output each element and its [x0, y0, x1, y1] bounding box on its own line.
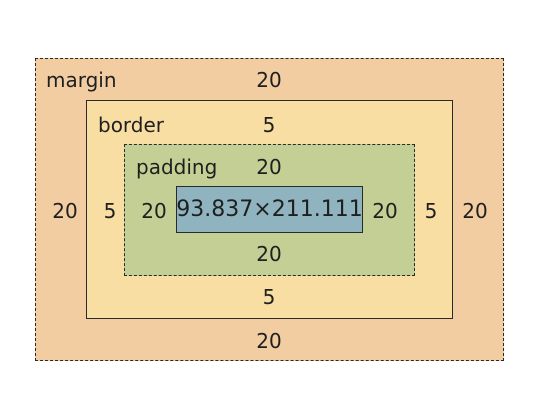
border-left-value: 5	[103, 199, 117, 223]
content-size-value: 93.837×211.111	[176, 197, 363, 222]
padding-label: padding	[136, 155, 218, 179]
border-bottom-value: 5	[262, 285, 276, 309]
padding-right-value: 20	[372, 199, 398, 223]
margin-label: margin	[46, 68, 117, 92]
border-right-value: 5	[424, 199, 438, 223]
margin-right-value: 20	[462, 199, 488, 223]
padding-bottom-value: 20	[256, 242, 282, 266]
margin-top-value: 20	[256, 68, 282, 92]
margin-left-value: 20	[52, 199, 78, 223]
border-top-value: 5	[262, 113, 276, 137]
padding-top-value: 20	[256, 155, 282, 179]
padding-left-value: 20	[141, 199, 167, 223]
margin-bottom-value: 20	[256, 329, 282, 353]
content-box	[176, 186, 363, 233]
border-label: border	[98, 113, 165, 137]
